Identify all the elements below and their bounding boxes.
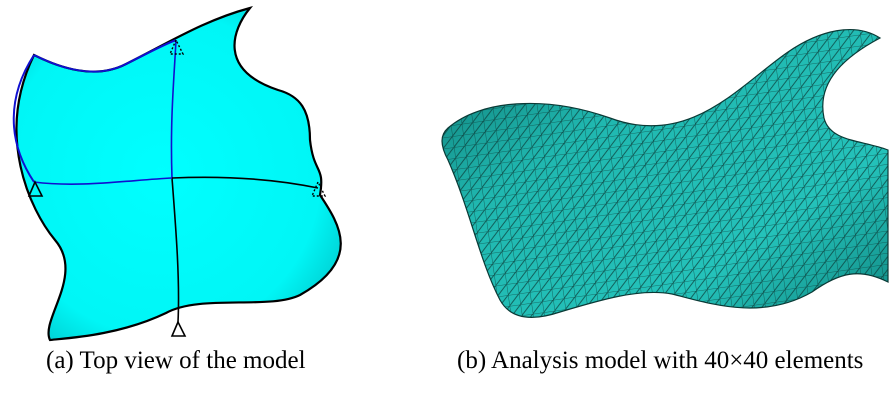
support-triangle-icon — [168, 38, 185, 55]
curve-horizontal-right — [171, 176, 319, 189]
curve-vertical-lower — [171, 177, 180, 323]
panel-b-mesh-model — [441, 28, 889, 318]
panel-a-top-view — [12, 6, 342, 342]
caption-panel-b: (b) Analysis model with 40×40 elements — [457, 347, 864, 374]
support-triangle-icon — [310, 180, 327, 197]
edge-top — [33, 39, 177, 73]
support-triangle-icon — [170, 320, 187, 337]
edge-left — [12, 54, 35, 183]
model-surface — [15, 6, 342, 342]
mesh-outline — [441, 28, 889, 318]
caption-panel-a: (a) Top view of the model — [46, 347, 306, 374]
support-triangle-icon — [27, 180, 44, 197]
mesh-grid — [442, 29, 888, 318]
curve-horizontal-left — [33, 177, 173, 185]
